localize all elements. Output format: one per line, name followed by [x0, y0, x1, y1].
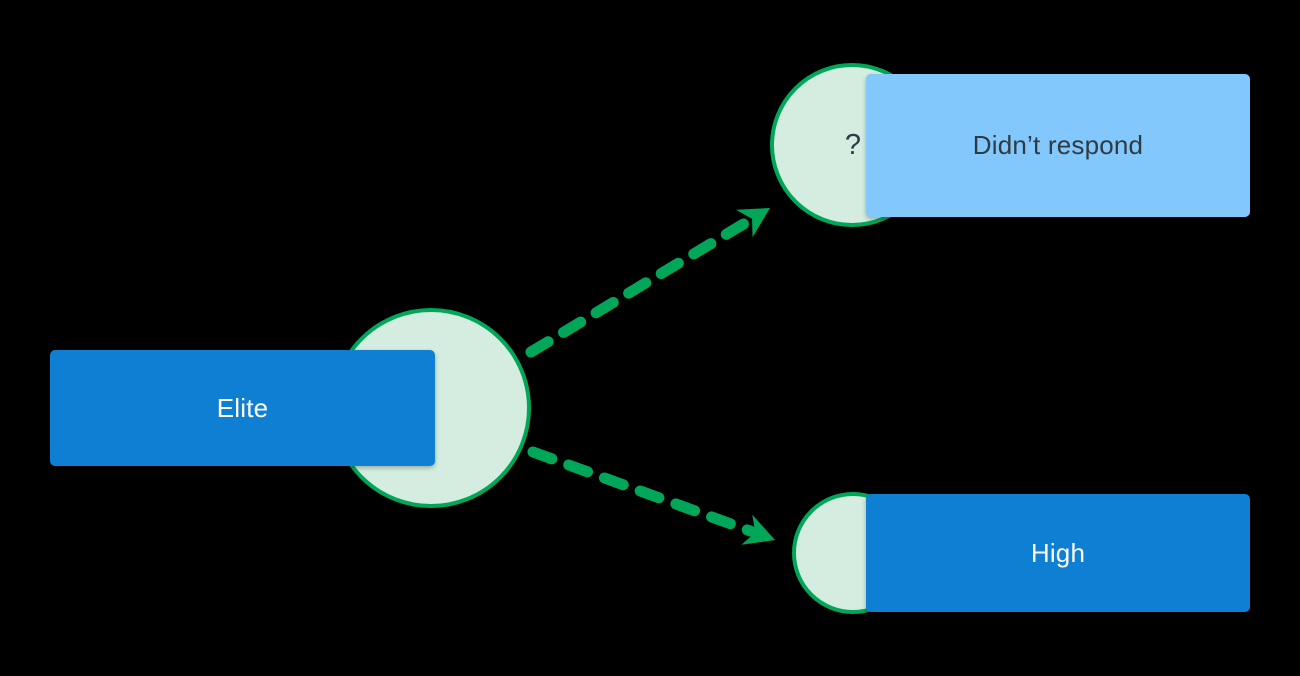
- edge-arrowhead-elite-to-high: [741, 514, 775, 545]
- question-mark-icon: ?: [833, 125, 873, 165]
- question-mark-text: ?: [844, 128, 862, 161]
- node-label-high[interactable]: High: [866, 494, 1250, 612]
- node-label-didnt-respond[interactable]: Didn’t respond: [866, 74, 1250, 217]
- edge-line-elite-to-didnt-respond: [525, 215, 754, 358]
- node-label-text-didnt-respond: Didn’t respond: [972, 130, 1144, 160]
- edge-arrowhead-elite-to-didnt-respond: [736, 208, 770, 238]
- edge-line-elite-to-high: [527, 446, 757, 537]
- node-label-text-high: High: [1030, 537, 1086, 568]
- node-label-elite[interactable]: Elite: [50, 350, 435, 466]
- node-label-text-elite: Elite: [216, 392, 269, 423]
